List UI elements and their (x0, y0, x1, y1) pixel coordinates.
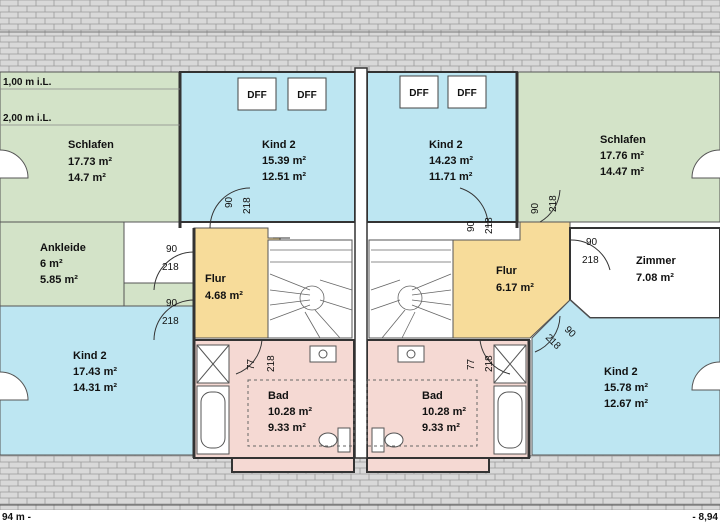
dim-218-1: 218 (242, 197, 253, 214)
area-kind2-top-left-1: 15.39 m² (262, 155, 306, 167)
bathtub-right (493, 385, 527, 455)
dim-218-6: 218 (548, 195, 559, 212)
dim-90-1: 90 (224, 196, 235, 208)
label-kind2-right: Kind 2 (604, 366, 638, 378)
elevation-left: 94 m - (2, 512, 31, 523)
door-arcs (153, 187, 611, 375)
level-lower: 2,00 m i.L. (3, 113, 52, 124)
dim-218-3: 218 (162, 316, 179, 327)
area-bad-left-2: 9.33 m² (268, 422, 306, 434)
stair-left (267, 239, 353, 339)
dim-218-9: 218 (484, 355, 495, 372)
room-schlafen-left (0, 71, 181, 223)
label-schlafen-left: Schlafen (68, 139, 114, 151)
area-kind2-left-2: 14.31 m² (73, 382, 117, 394)
label-flur-right: Flur (496, 265, 517, 277)
area-bad-right-1: 10.28 m² (422, 406, 466, 418)
dim-218-2: 218 (162, 262, 179, 273)
room-ankleide (0, 221, 125, 307)
svg-text:DFF: DFF (297, 90, 316, 101)
skylight-3: DFF (399, 75, 439, 109)
skylight-4: DFF (447, 75, 487, 109)
dim-90-2: 90 (166, 244, 178, 255)
dim-218-5: 218 (484, 217, 495, 234)
elevation-right: - 8,94 (692, 512, 718, 523)
bad-left-bay (231, 457, 355, 473)
room-kind2-left (0, 305, 195, 456)
level-upper: 1,00 m i.L. (3, 77, 52, 88)
sinks-toilets (309, 345, 425, 453)
label-ankleide: Ankleide (40, 242, 86, 254)
roof-bottom (0, 455, 720, 510)
area-kind2-right-2: 12.67 m² (604, 398, 648, 410)
stair-right (368, 239, 454, 339)
room-kind2-top-right (366, 71, 518, 223)
area-schlafen-right-2: 14.47 m² (600, 166, 644, 178)
party-wall (354, 67, 368, 459)
bath-dash-left (247, 379, 355, 447)
area-flur-right: 6.17 m² (496, 282, 534, 294)
area-ankleide-2: 5.85 m² (40, 274, 78, 286)
dim-77-2: 77 (466, 358, 477, 370)
area-kind2-top-right-2: 11.71 m² (429, 171, 473, 183)
window-arc-right-2 (691, 361, 720, 391)
dim-218-4: 218 (266, 355, 277, 372)
area-flur-left: 4.68 m² (205, 290, 243, 302)
dim-90-5: 90 (530, 202, 541, 214)
area-kind2-right-1: 15.78 m² (604, 382, 648, 394)
area-kind2-top-right-1: 14.23 m² (429, 155, 473, 167)
dim-90-4: 90 (466, 220, 477, 232)
area-bad-left-1: 10.28 m² (268, 406, 312, 418)
roof-top (0, 0, 720, 72)
area-bad-right-2: 9.33 m² (422, 422, 460, 434)
skylight-1: DFF (237, 77, 277, 111)
room-kind2-right (531, 299, 720, 456)
area-kind2-top-left-2: 12.51 m² (262, 171, 306, 183)
svg-text:DFF: DFF (409, 88, 428, 99)
outer-walls (178, 72, 531, 458)
dim-218-7: 218 (582, 255, 599, 266)
bathtub-left (196, 385, 230, 455)
window-arc-left-1 (0, 149, 29, 179)
area-zimmer: 7.08 m² (636, 272, 674, 284)
dim-77-1: 77 (246, 358, 257, 370)
label-zimmer: Zimmer (636, 255, 676, 267)
area-schlafen-left-1: 17.73 m² (68, 156, 112, 168)
bad-right-bay (366, 457, 490, 473)
svg-text:DFF: DFF (457, 88, 476, 99)
room-ankleide-ext (123, 282, 195, 307)
label-bad-right: Bad (422, 390, 443, 402)
label-kind2-left: Kind 2 (73, 350, 107, 362)
stair-treads-right (370, 249, 452, 339)
label-kind2-top-left: Kind 2 (262, 139, 296, 151)
label-bad-left: Bad (268, 390, 289, 402)
dim-90-3: 90 (166, 298, 178, 309)
skylight-2: DFF (287, 77, 327, 111)
area-schlafen-right-1: 17.76 m² (600, 150, 644, 162)
room-schlafen-right (516, 71, 720, 223)
bath-dash-right (366, 379, 478, 447)
area-schlafen-left-2: 14.7 m² (68, 172, 106, 184)
svg-text:DFF: DFF (247, 90, 266, 101)
dim-90-6: 90 (586, 237, 598, 248)
area-kind2-left-1: 17.43 m² (73, 366, 117, 378)
label-schlafen-right: Schlafen (600, 134, 646, 146)
area-ankleide-1: 6 m² (40, 258, 63, 270)
shower-left (196, 344, 230, 384)
stair-treads-left (269, 249, 353, 339)
shower-right (493, 344, 527, 384)
label-flur-left: Flur (205, 273, 226, 285)
label-kind2-top-right: Kind 2 (429, 139, 463, 151)
window-arc-left-2 (0, 371, 29, 401)
window-arc-right-1 (691, 149, 720, 179)
